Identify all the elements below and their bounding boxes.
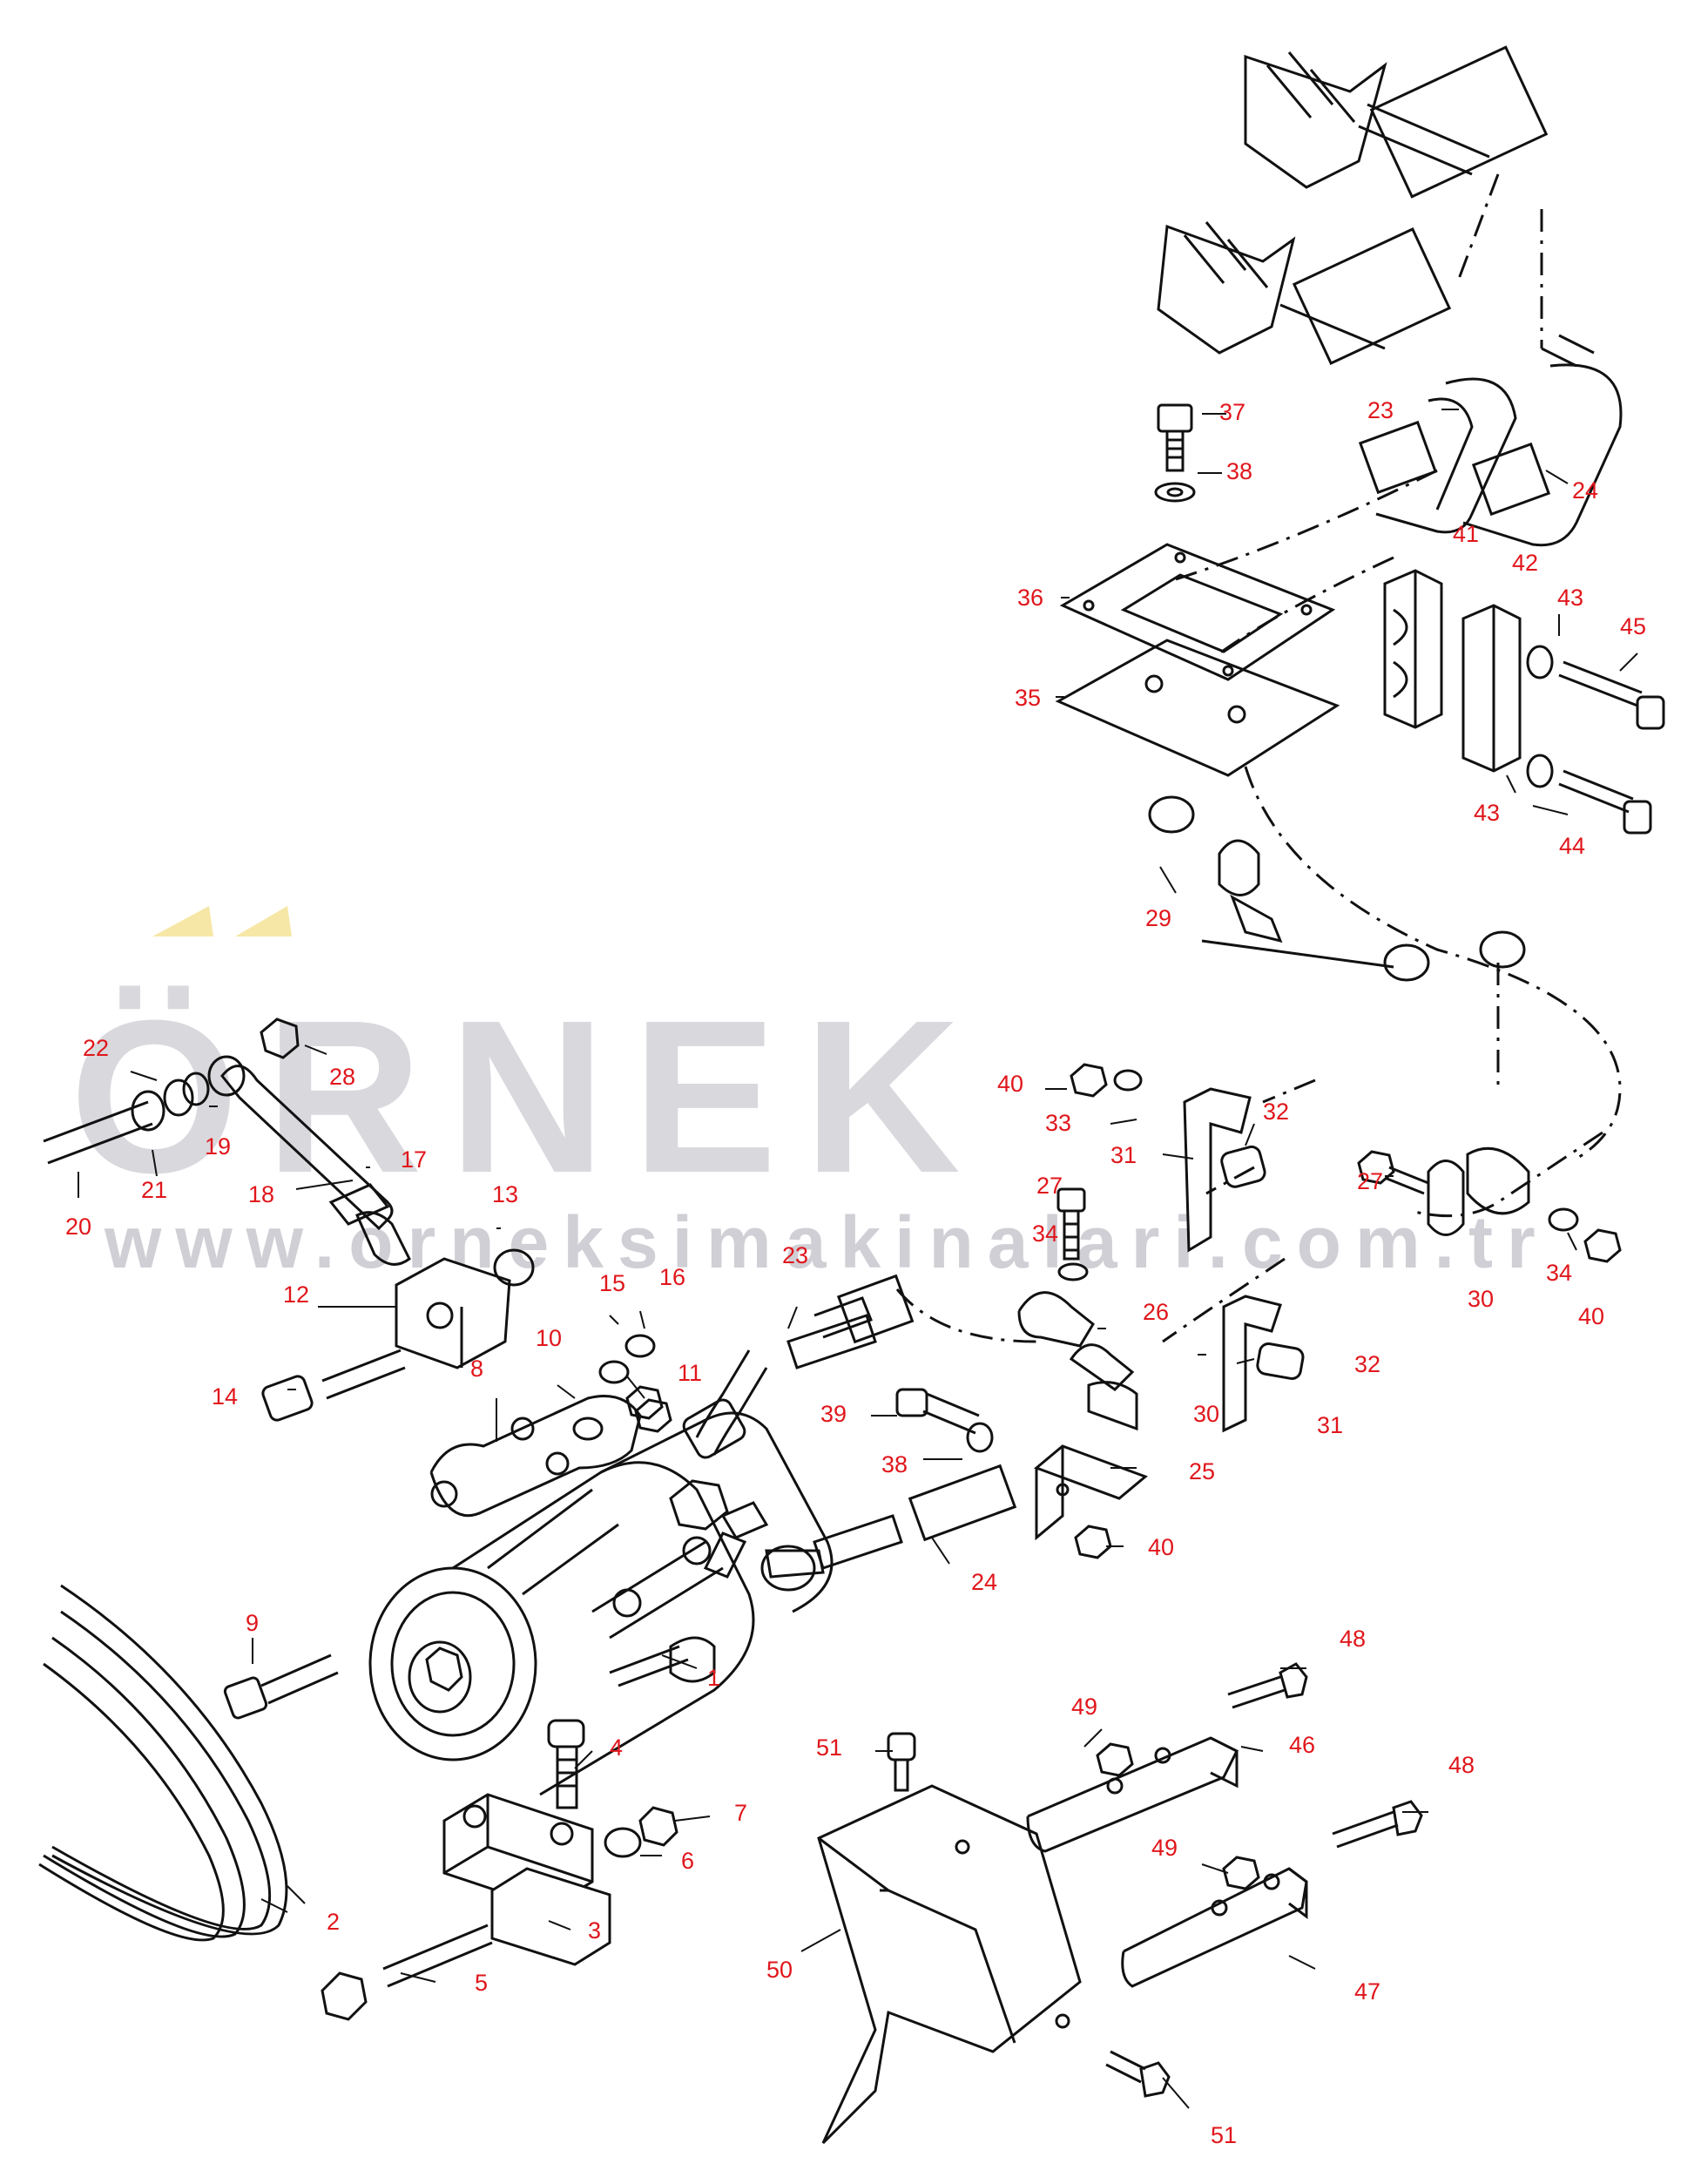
callout-46: 46 [1289, 1732, 1315, 1758]
callout-13: 13 [492, 1181, 518, 1207]
leader-lines [78, 409, 1638, 2109]
watermark: ÖRNEK www.orneksimakinalari.com.tr [70, 906, 1549, 1283]
callout-25: 25 [1189, 1458, 1215, 1484]
callout-30: 30 [1468, 1286, 1494, 1312]
watermark-accent-left [152, 906, 213, 936]
callout-18: 18 [248, 1181, 274, 1207]
callout-24: 24 [971, 1569, 997, 1595]
callout-38: 38 [881, 1451, 908, 1477]
hoses-upper [1358, 334, 1623, 547]
callout-11: 11 [678, 1360, 702, 1386]
callout-40: 40 [997, 1071, 1023, 1097]
callout-29: 29 [1145, 905, 1171, 931]
callout-30: 30 [1193, 1401, 1219, 1427]
callout-51: 51 [816, 1734, 842, 1761]
bolt-9 [223, 1653, 339, 1720]
watermark-letters: ÖRNEK [70, 975, 987, 1218]
drawing-lines [38, 45, 1665, 2145]
callout-10: 10 [536, 1325, 562, 1351]
clamp-blocks-41-42 [1383, 569, 1665, 835]
callout-2: 2 [327, 1909, 340, 1935]
hoses-lower [682, 1274, 1017, 1592]
bracket-25 [1034, 1444, 1148, 1541]
callout-40: 40 [1148, 1534, 1174, 1560]
callout-37: 37 [1219, 399, 1245, 425]
callout-32: 32 [1354, 1351, 1380, 1377]
callout-6: 6 [681, 1848, 694, 1874]
routing-dashed-lines [895, 173, 1622, 1343]
callout-43: 43 [1474, 800, 1500, 826]
callout-5: 5 [475, 1970, 488, 1996]
callout-45: 45 [1620, 613, 1646, 639]
rod-18-bolt-20 [43, 1018, 411, 1266]
clamp-29-orings [1148, 795, 1526, 982]
washers-nuts-10-16 [572, 1334, 672, 1441]
callout-36: 36 [1017, 585, 1043, 611]
callout-33: 33 [1045, 1110, 1071, 1136]
callout-4: 4 [610, 1734, 623, 1761]
block-12-bolt-14 [261, 1248, 535, 1422]
callout-48: 48 [1340, 1626, 1366, 1652]
callout-16: 16 [659, 1264, 685, 1290]
callout-43: 43 [1557, 585, 1583, 611]
callout-42: 42 [1512, 550, 1538, 576]
callout-44: 44 [1559, 833, 1585, 859]
callout-27: 27 [1036, 1173, 1063, 1199]
callout-19: 19 [205, 1133, 231, 1160]
callout-23: 23 [1367, 397, 1394, 423]
callout-1: 1 [707, 1665, 720, 1691]
hose-fittings-top [1157, 45, 1549, 366]
callout-28: 28 [329, 1064, 355, 1090]
callout-47: 47 [1354, 1978, 1380, 2005]
callout-21: 21 [141, 1177, 167, 1203]
callout-7: 7 [734, 1800, 747, 1826]
callout-50: 50 [766, 1957, 793, 1983]
callout-34: 34 [1546, 1260, 1572, 1286]
brackets-46-47-50 [817, 1662, 1423, 2145]
callout-12: 12 [283, 1281, 309, 1308]
bolts-block-lower-left [321, 1719, 678, 2021]
callout-23: 23 [782, 1242, 808, 1268]
watermark-url: www.orneksimakinalari.com.tr [104, 1201, 1549, 1283]
callout-8: 8 [470, 1356, 483, 1382]
callout-38: 38 [1226, 458, 1252, 484]
plates-35-36 [1055, 543, 1340, 777]
callout-34: 34 [1032, 1220, 1058, 1247]
callout-31: 31 [1110, 1142, 1137, 1168]
callout-39: 39 [820, 1401, 847, 1427]
callout-27: 27 [1357, 1168, 1383, 1194]
callout-15: 15 [599, 1270, 625, 1296]
callout-22: 22 [83, 1035, 109, 1061]
bolt-39-washer-38 [895, 1388, 994, 1453]
callout-40: 40 [1578, 1303, 1604, 1329]
callout-26: 26 [1143, 1299, 1169, 1325]
clamps-and-brackets-center [1017, 1087, 1530, 1433]
callout-20: 20 [65, 1214, 91, 1240]
callout-49: 49 [1151, 1835, 1178, 1861]
callout-14: 14 [212, 1383, 238, 1410]
callout-51: 51 [1211, 2122, 1237, 2148]
watermark-accent-right [235, 906, 292, 936]
callout-49: 49 [1071, 1694, 1097, 1720]
callout-35: 35 [1015, 685, 1041, 711]
callout-9: 9 [246, 1610, 259, 1636]
callout-17: 17 [401, 1146, 427, 1173]
callout-3: 3 [588, 1917, 601, 1944]
bolt-37-washer-38 [1154, 403, 1196, 503]
compressor [368, 1411, 834, 1796]
callout-24: 24 [1572, 477, 1598, 504]
callout-48: 48 [1448, 1752, 1475, 1778]
callout-31: 31 [1317, 1412, 1343, 1438]
belt-2 [38, 1584, 288, 1942]
callout-32: 32 [1263, 1099, 1289, 1125]
callouts: 37 38 23 24 41 42 43 45 36 35 43 44 29 2… [65, 397, 1646, 2148]
callout-41: 41 [1453, 521, 1479, 547]
mounting-bracket-8 [429, 1395, 642, 1518]
